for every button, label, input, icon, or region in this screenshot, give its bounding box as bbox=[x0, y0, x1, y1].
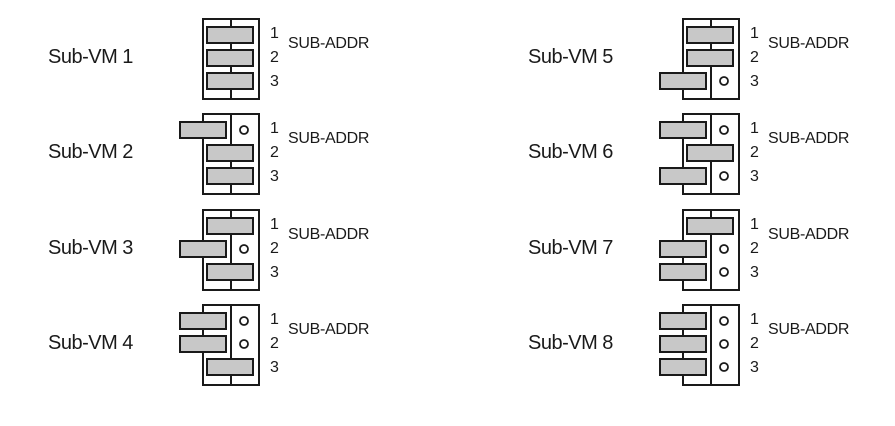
switch-slider-1-off bbox=[659, 312, 729, 330]
sub-vm-6-switch: Sub-VM 6 1 2 3 SUB-ADDR bbox=[528, 113, 895, 205]
switch-slider-2-on bbox=[686, 49, 734, 67]
sub-addr-label: SUB-ADDR bbox=[768, 321, 850, 338]
position-number: 2 bbox=[750, 335, 759, 352]
sub-vm-3-switch: Sub-VM 3 1 2 3 SUB-ADDR bbox=[48, 209, 448, 301]
dip-switch-icon bbox=[659, 304, 740, 386]
switch-slider-3-on bbox=[206, 358, 254, 376]
switch-slider-2-on bbox=[206, 49, 254, 67]
sub-vm-1-switch: Sub-VM 1 1 2 3 SUB-ADDR bbox=[48, 18, 448, 110]
switch-slider-1-on bbox=[206, 217, 254, 235]
position-number: 1 bbox=[270, 25, 279, 42]
dip-switch-icon bbox=[202, 18, 260, 100]
sub-vm-label: Sub-VM 1 bbox=[48, 46, 133, 68]
position-number: 3 bbox=[270, 73, 279, 90]
position-numbers: 1 2 3 bbox=[750, 22, 759, 94]
position-numbers: 1 2 3 bbox=[750, 117, 759, 189]
dip-switch-icon bbox=[179, 209, 260, 291]
sub-vm-label: Sub-VM 4 bbox=[48, 332, 133, 354]
position-number: 1 bbox=[270, 311, 279, 328]
position-number: 3 bbox=[270, 359, 279, 376]
position-numbers: 1 2 3 bbox=[270, 308, 279, 380]
sub-vm-label: Sub-VM 2 bbox=[48, 141, 133, 163]
sub-vm-5-switch: Sub-VM 5 1 2 3 SUB-ADDR bbox=[528, 18, 895, 110]
position-number: 3 bbox=[270, 264, 279, 281]
switch-slider-2-off bbox=[659, 335, 729, 353]
position-numbers: 1 2 3 bbox=[270, 213, 279, 285]
switch-slider-3-off bbox=[659, 167, 729, 185]
position-number: 3 bbox=[750, 168, 759, 185]
position-number: 1 bbox=[750, 120, 759, 137]
position-numbers: 1 2 3 bbox=[750, 213, 759, 285]
sub-vm-7-switch: Sub-VM 7 1 2 3 SUB-ADDR bbox=[528, 209, 895, 301]
sub-vm-label: Sub-VM 5 bbox=[528, 46, 613, 68]
position-numbers: 1 2 3 bbox=[750, 308, 759, 380]
switch-slider-2-on bbox=[686, 144, 734, 162]
position-number: 3 bbox=[750, 73, 759, 90]
position-number: 3 bbox=[270, 168, 279, 185]
switch-slider-1-off bbox=[179, 312, 249, 330]
sub-vm-8-switch: Sub-VM 8 1 2 3 SUB-ADDR bbox=[528, 304, 895, 396]
sub-addr-label: SUB-ADDR bbox=[288, 130, 370, 147]
switch-slider-1-on bbox=[686, 217, 734, 235]
switch-slider-2-off bbox=[659, 240, 729, 258]
sub-addr-label: SUB-ADDR bbox=[288, 226, 370, 243]
position-number: 1 bbox=[270, 216, 279, 233]
sub-addr-label: SUB-ADDR bbox=[288, 35, 370, 52]
position-number: 2 bbox=[270, 49, 279, 66]
position-numbers: 1 2 3 bbox=[270, 22, 279, 94]
switch-slider-3-off bbox=[659, 263, 729, 281]
position-number: 3 bbox=[750, 264, 759, 281]
position-number: 1 bbox=[270, 120, 279, 137]
position-number: 2 bbox=[270, 240, 279, 257]
dip-switch-icon bbox=[659, 18, 740, 100]
switch-slider-1-on bbox=[206, 26, 254, 44]
sub-addr-label: SUB-ADDR bbox=[768, 130, 850, 147]
sub-vm-2-switch: Sub-VM 2 1 2 3 SUB-ADDR bbox=[48, 113, 448, 205]
sub-vm-label: Sub-VM 8 bbox=[528, 332, 613, 354]
switch-slider-1-off bbox=[179, 121, 249, 139]
sub-vm-label: Sub-VM 6 bbox=[528, 141, 613, 163]
switch-slider-3-on bbox=[206, 72, 254, 90]
position-number: 1 bbox=[750, 311, 759, 328]
sub-vm-4-switch: Sub-VM 4 1 2 3 SUB-ADDR bbox=[48, 304, 448, 396]
switch-slider-3-off bbox=[659, 358, 729, 376]
position-numbers: 1 2 3 bbox=[270, 117, 279, 189]
switch-slider-2-on bbox=[206, 144, 254, 162]
position-number: 2 bbox=[270, 144, 279, 161]
switch-slider-2-off bbox=[179, 240, 249, 258]
position-number: 2 bbox=[750, 49, 759, 66]
switch-slider-3-on bbox=[206, 263, 254, 281]
sub-addr-label: SUB-ADDR bbox=[768, 35, 850, 52]
switch-slider-1-off bbox=[659, 121, 729, 139]
position-number: 3 bbox=[750, 359, 759, 376]
sub-addr-label: SUB-ADDR bbox=[288, 321, 370, 338]
position-number: 2 bbox=[750, 144, 759, 161]
dip-switch-icon bbox=[659, 209, 740, 291]
switch-slider-1-on bbox=[686, 26, 734, 44]
sub-vm-label: Sub-VM 3 bbox=[48, 237, 133, 259]
sub-addr-label: SUB-ADDR bbox=[768, 226, 850, 243]
switch-slider-3-off bbox=[659, 72, 729, 90]
position-number: 2 bbox=[750, 240, 759, 257]
dip-switch-icon bbox=[179, 113, 260, 195]
dip-switch-icon bbox=[659, 113, 740, 195]
switch-slider-2-off bbox=[179, 335, 249, 353]
position-number: 1 bbox=[750, 25, 759, 42]
switch-slider-3-on bbox=[206, 167, 254, 185]
position-number: 1 bbox=[750, 216, 759, 233]
dip-switch-icon bbox=[179, 304, 260, 386]
sub-vm-label: Sub-VM 7 bbox=[528, 237, 613, 259]
position-number: 2 bbox=[270, 335, 279, 352]
